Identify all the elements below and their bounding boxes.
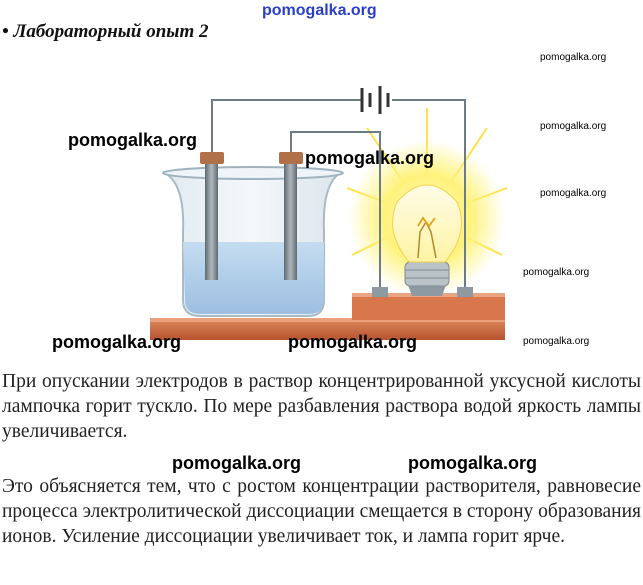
- watermark-5[interactable]: pomogalka.org: [172, 453, 302, 473]
- watermark-3[interactable]: pomogalka.org: [52, 332, 182, 352]
- watermark-small-3[interactable]: pomogalka.org: [540, 188, 607, 199]
- wires: [211, 99, 466, 292]
- watermark-top[interactable]: pomogalka.org: [262, 2, 377, 19]
- lamp-base-block: [352, 293, 505, 320]
- battery: [360, 86, 390, 114]
- watermark-small-4[interactable]: pomogalka.org: [523, 267, 590, 278]
- paragraph-1: При опускании электродов в раствор конце…: [2, 371, 641, 442]
- lab-apparatus-illustration: [150, 86, 508, 340]
- watermark-2[interactable]: pomogalka.org: [305, 148, 435, 168]
- paragraph-2: Это объясняется тем, что с ростом концен…: [2, 476, 642, 547]
- electrodes: [200, 152, 303, 280]
- watermark-6[interactable]: pomogalka.org: [408, 453, 538, 473]
- light-bulb: [392, 184, 462, 296]
- beaker: [162, 166, 344, 317]
- watermark-small-2[interactable]: pomogalka.org: [540, 121, 607, 132]
- watermark-small-1[interactable]: pomogalka.org: [540, 52, 607, 63]
- watermark-4[interactable]: pomogalka.org: [288, 332, 418, 352]
- watermark-small-5[interactable]: pomogalka.org: [523, 336, 590, 347]
- liquid: [183, 242, 324, 314]
- watermark-1[interactable]: pomogalka.org: [68, 130, 198, 150]
- lab-heading: • Лабораторный опыт 2: [2, 21, 209, 42]
- wooden-stand: [150, 318, 505, 340]
